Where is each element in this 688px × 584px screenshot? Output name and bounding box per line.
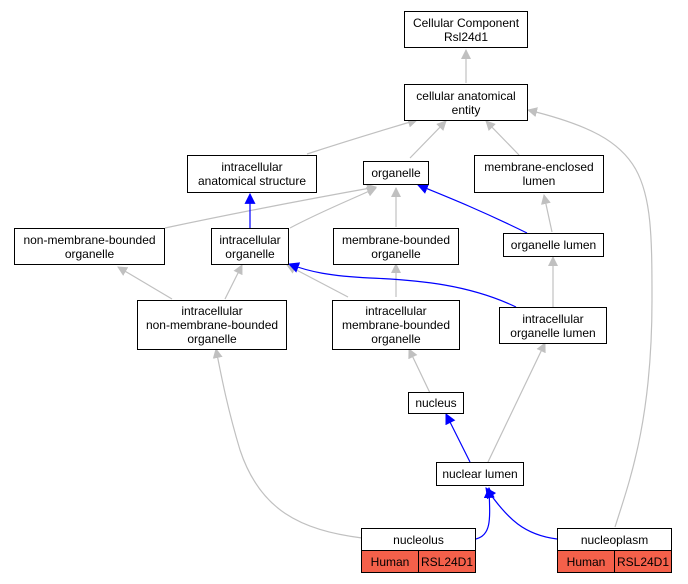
edge-nmbo-to-organelle — [164, 183, 377, 229]
edge-nucleus-to-imbo — [408, 348, 431, 394]
species-badge: Human — [362, 551, 418, 572]
node-intracellular-membrane-bounded-organelle[interactable]: intracellular membrane-bounded organelle — [332, 300, 460, 350]
node-cellular-component[interactable]: Cellular Component Rsl24d1 — [404, 11, 528, 48]
edge-inmbo-to-nmbo — [117, 266, 173, 300]
node-cellular-anatomical-entity[interactable]: cellular anatomical entity — [404, 84, 528, 121]
edge-nl-to-iol — [487, 342, 546, 463]
edge-ol-part-of-organelle — [416, 183, 528, 234]
edge-mel-to-cae — [485, 120, 520, 156]
term-label: nucleoplasm — [558, 529, 671, 551]
species-badge: Human — [558, 551, 614, 572]
node-nucleus[interactable]: nucleus — [408, 392, 464, 414]
edge-ias-to-cae — [306, 117, 418, 155]
node-intracellular-non-membrane-bounded-organelle[interactable]: intracellular non-membrane-bounded organ… — [137, 300, 287, 350]
node-nucleoplasm[interactable]: nucleoplasm Human RSL24D1 — [557, 528, 672, 573]
edge-inmbo-to-io — [224, 264, 243, 300]
node-intracellular-anatomical-structure[interactable]: intracellular anatomical structure — [187, 155, 317, 193]
edge-nucleolus-part-of-nl — [475, 486, 495, 540]
edge-ol-to-mel — [541, 194, 553, 233]
edge-nl-part-of-nucleus — [445, 413, 471, 463]
term-label: nucleolus — [362, 529, 475, 551]
gene-badge: RSL24D1 — [614, 551, 671, 572]
node-membrane-enclosed-lumen[interactable]: membrane-enclosed lumen — [474, 155, 604, 193]
edge-io-to-organelle — [289, 187, 377, 229]
edge-organelle-to-cae — [409, 120, 447, 159]
node-membrane-bounded-organelle[interactable]: membrane-bounded organelle — [333, 228, 459, 265]
node-intracellular-organelle-lumen[interactable]: intracellular organelle lumen — [499, 307, 607, 344]
node-organelle[interactable]: organelle — [363, 161, 429, 185]
edge-nucleolus-to-inmbo — [212, 348, 363, 539]
node-organelle-lumen[interactable]: organelle lumen — [503, 233, 604, 257]
edge-nucleoplasm-part-of-nl — [485, 487, 558, 540]
edge-imbo-to-io — [286, 264, 349, 298]
node-non-membrane-bounded-organelle[interactable]: non-membrane-bounded organelle — [14, 228, 165, 265]
edge-nucleoplasm-to-cae — [527, 107, 653, 528]
node-intracellular-organelle[interactable]: intracellular organelle — [211, 228, 289, 265]
node-nuclear-lumen[interactable]: nuclear lumen — [436, 462, 524, 486]
node-nucleolus[interactable]: nucleolus Human RSL24D1 — [361, 528, 476, 573]
gene-badge: RSL24D1 — [418, 551, 475, 572]
edge-iol-part-of-io — [287, 262, 517, 308]
